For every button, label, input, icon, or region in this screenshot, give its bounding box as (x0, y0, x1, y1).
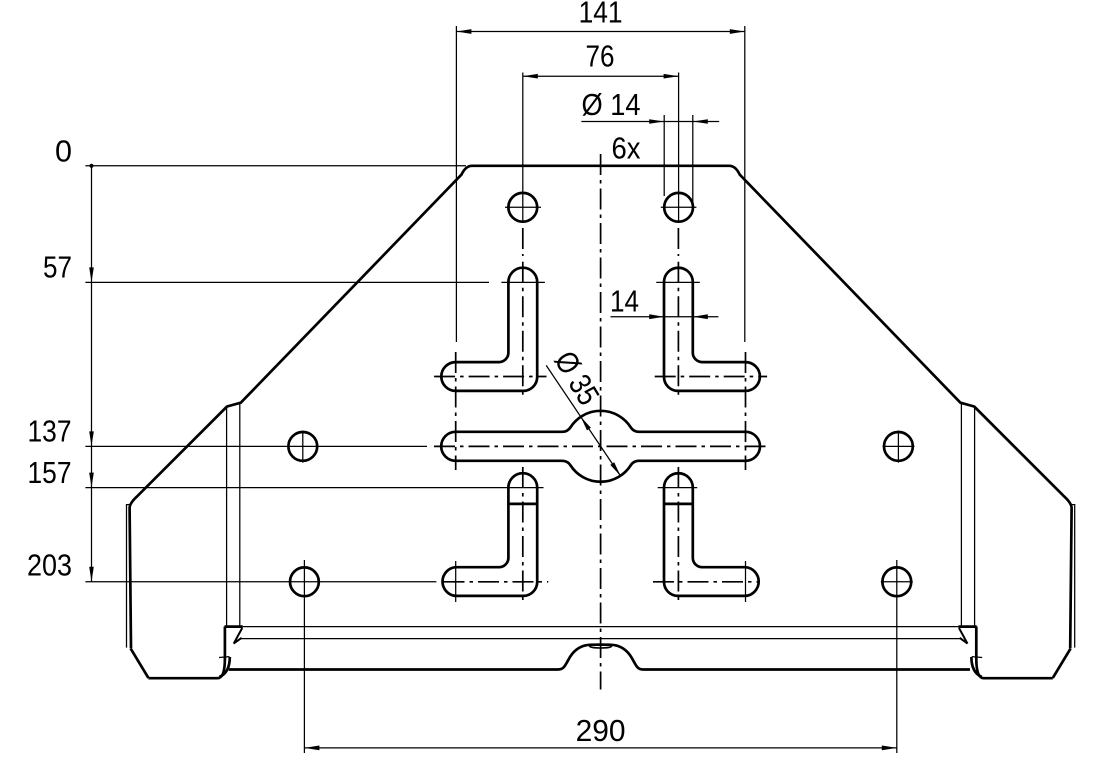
svg-text:6x: 6x (612, 131, 641, 166)
svg-text:290: 290 (576, 713, 626, 748)
svg-text:157: 157 (28, 455, 72, 490)
svg-text:14: 14 (610, 284, 639, 319)
svg-text:Ø 14: Ø 14 (582, 87, 641, 122)
svg-text:141: 141 (579, 0, 623, 30)
svg-text:76: 76 (586, 39, 615, 74)
svg-text:57: 57 (43, 250, 72, 285)
svg-text:203: 203 (27, 548, 72, 583)
svg-text:137: 137 (28, 414, 72, 449)
svg-text:0: 0 (55, 134, 72, 169)
